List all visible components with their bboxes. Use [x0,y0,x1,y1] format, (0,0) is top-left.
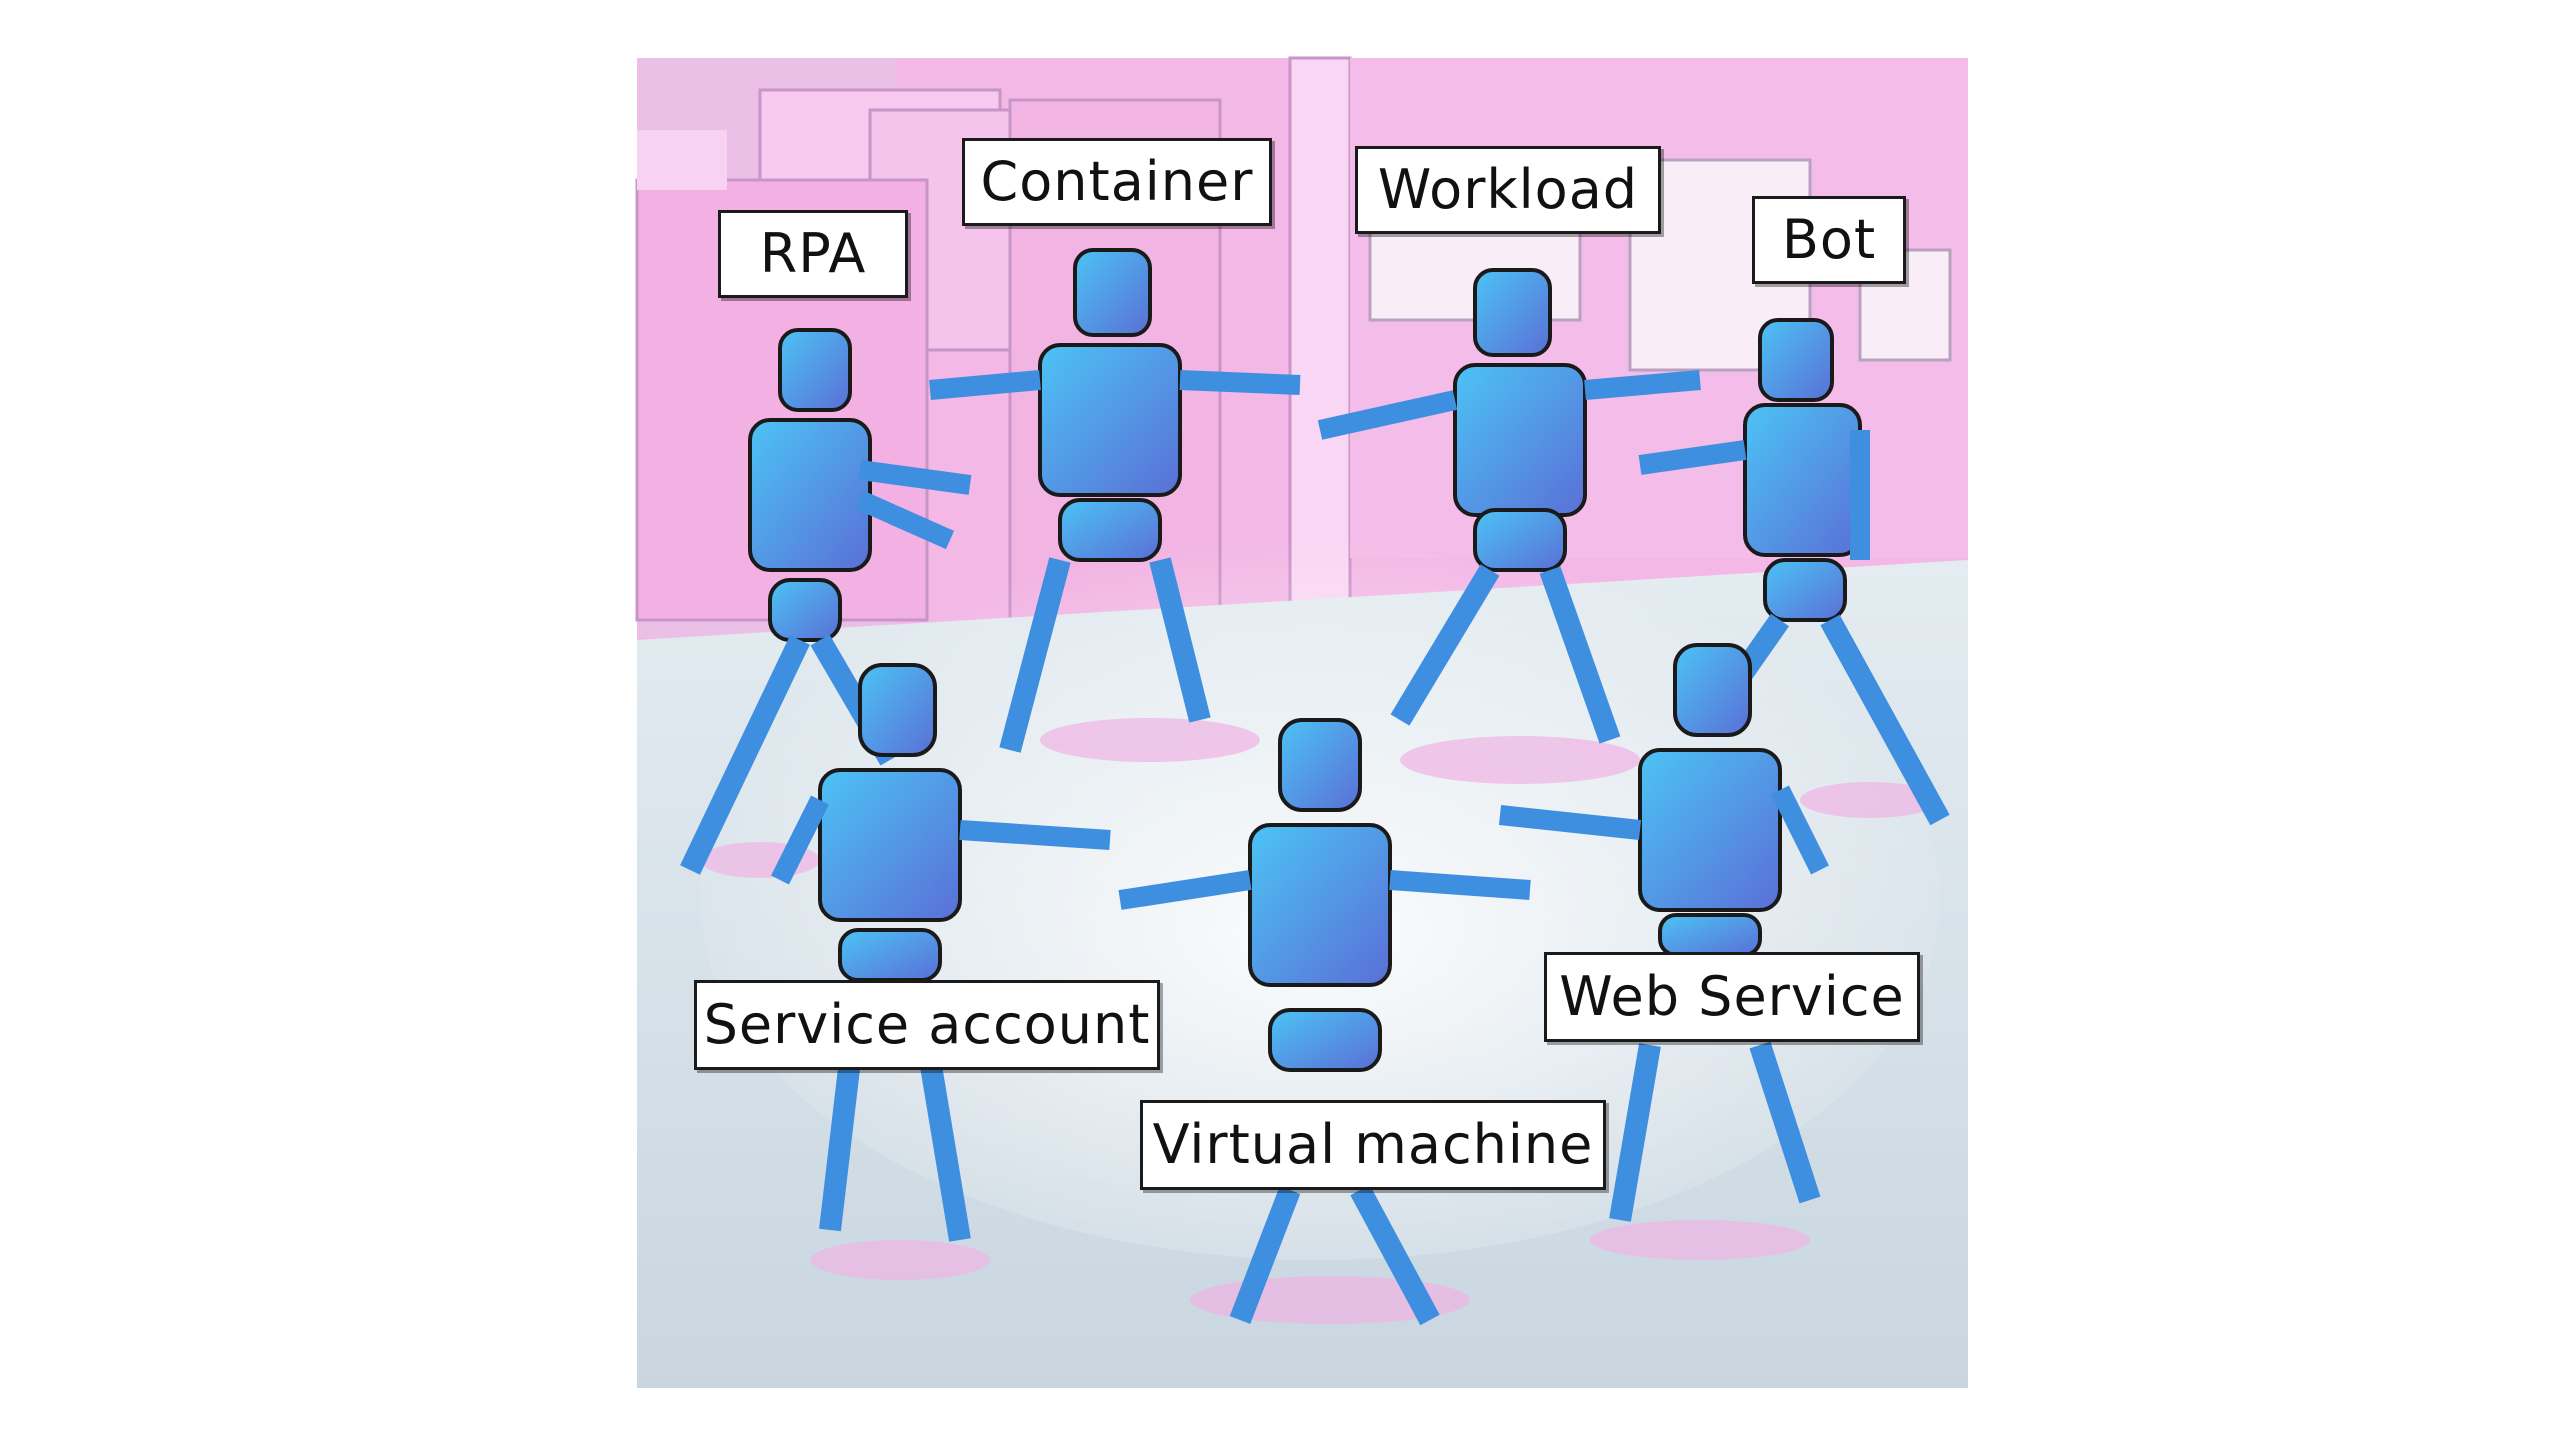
label-service-account: Service account [694,980,1160,1070]
robot-workload [1317,268,1701,744]
label-bot: Bot [1752,196,1906,284]
label-web-service: Web Service [1544,952,1920,1042]
label-virtual-machine: Virtual machine [1140,1100,1606,1190]
label-container: Container [962,138,1272,226]
robot-virtual-machine [1118,718,1531,1326]
label-rpa: RPA [718,210,908,298]
robot-bot [1638,318,1950,826]
robot-service-account [771,663,1111,1242]
robot-container [929,248,1301,753]
label-workload: Workload [1355,146,1661,234]
